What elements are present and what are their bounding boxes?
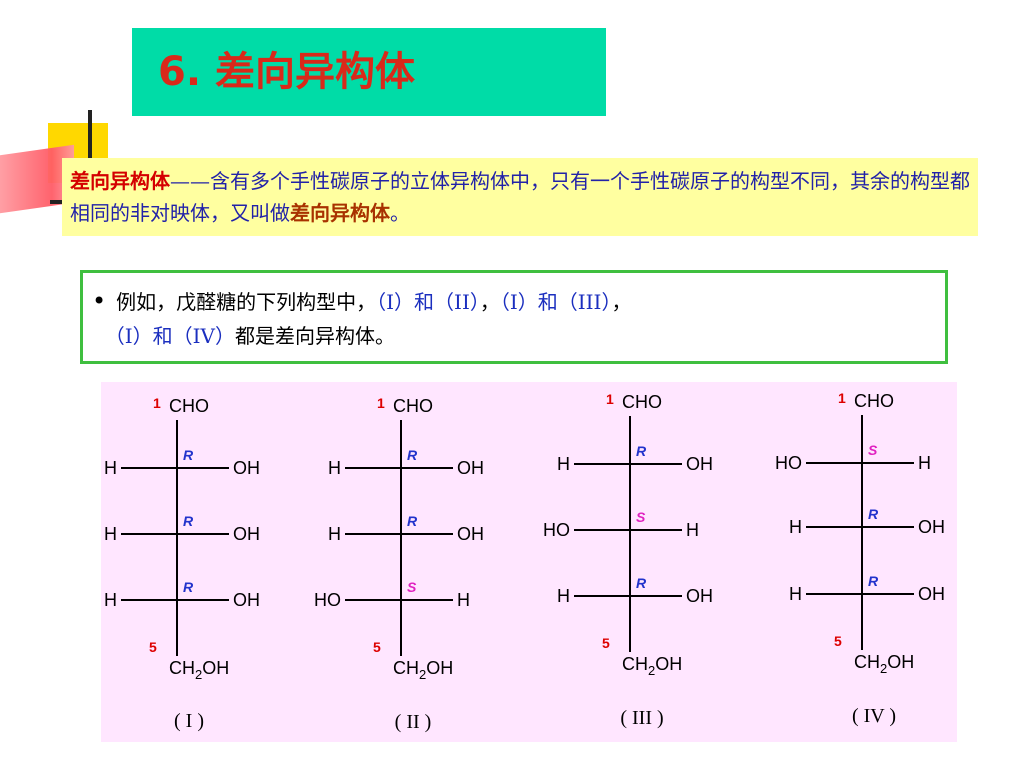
configuration-label: S: [868, 442, 878, 458]
carbon-number-top: 1: [153, 395, 161, 411]
configuration-label: R: [636, 443, 647, 459]
left-substituent: HO: [314, 590, 341, 610]
configuration-label: R: [868, 506, 879, 522]
configuration-label: R: [183, 579, 194, 595]
top-group: CHO: [622, 392, 662, 412]
definition-term-end: 差向异构体: [290, 201, 390, 225]
carbon-number-top: 1: [606, 391, 614, 407]
example-box: [80, 270, 948, 364]
configuration-label: S: [636, 509, 646, 525]
definition-end: 。: [390, 201, 410, 225]
example-sep-1: ，: [479, 290, 500, 314]
configuration-label: R: [407, 447, 418, 463]
right-substituent: H: [457, 590, 470, 610]
left-substituent: H: [557, 586, 570, 606]
carbon-number-top: 1: [838, 390, 846, 406]
top-group: CHO: [393, 396, 433, 416]
configuration-label: R: [868, 573, 879, 589]
left-substituent: H: [104, 524, 117, 544]
configuration-label: R: [636, 575, 647, 591]
right-substituent: OH: [233, 524, 260, 544]
carbon-number-bottom: 5: [373, 639, 381, 655]
left-substituent: H: [789, 584, 802, 604]
example-text: •例如，戊醛糖的下列构型中，（I）和（II），（I）和（III）， （I）和（I…: [92, 284, 948, 353]
right-substituent: OH: [686, 586, 713, 606]
carbon-number-bottom: 5: [834, 633, 842, 649]
structure-label: ( III ): [620, 707, 663, 729]
definition-dash: ——: [170, 169, 210, 193]
page-title: 6. 差向异构体: [158, 49, 415, 95]
definition-text: 差向异构体——含有多个手性碳原子的立体异构体中，只有一个手性碳原子的构型不同，其…: [70, 165, 970, 229]
configuration-label: R: [183, 447, 194, 463]
right-substituent: OH: [233, 458, 260, 478]
top-group: CHO: [854, 391, 894, 411]
example-pair-3: （I）和（IV）: [104, 324, 235, 348]
right-substituent: H: [918, 453, 931, 473]
bottom-group: CH2OH: [169, 658, 229, 682]
right-substituent: OH: [457, 458, 484, 478]
left-substituent: H: [328, 524, 341, 544]
structures-panel: [101, 382, 957, 742]
right-substituent: OH: [233, 590, 260, 610]
left-substituent: HO: [543, 520, 570, 540]
carbon-number-bottom: 5: [149, 639, 157, 655]
right-substituent: OH: [457, 524, 484, 544]
decor-horizontal-line: [50, 200, 70, 204]
example-pair-2: （I）和（III）: [499, 290, 612, 314]
bottom-group: CH2OH: [393, 658, 453, 682]
title-banner: [132, 28, 606, 116]
configuration-label: R: [183, 513, 194, 529]
left-substituent: H: [104, 590, 117, 610]
configuration-label: S: [407, 579, 417, 595]
bottom-group: CH2OH: [854, 652, 914, 676]
right-substituent: H: [686, 520, 699, 540]
example-pair-1: （I）和（II）: [376, 290, 480, 314]
definition-box: [62, 158, 978, 236]
left-substituent: H: [557, 454, 570, 474]
example-lead: 例如，戊醛糖的下列构型中，: [116, 290, 377, 314]
bottom-group: CH2OH: [622, 654, 682, 678]
left-substituent: H: [328, 458, 341, 478]
carbon-number-top: 1: [377, 395, 385, 411]
left-substituent: HO: [775, 453, 802, 473]
left-substituent: H: [789, 517, 802, 537]
right-substituent: OH: [686, 454, 713, 474]
definition-term: 差向异构体: [70, 169, 170, 193]
structure-label: ( IV ): [852, 705, 896, 727]
structure-label: ( II ): [395, 711, 432, 733]
bullet-icon: •: [92, 287, 107, 315]
configuration-label: R: [407, 513, 418, 529]
top-group: CHO: [169, 396, 209, 416]
definition-body: 含有多个手性碳原子的立体异构体中，只有一个手性碳原子的构型不同，其余的构型都相同…: [70, 169, 970, 225]
structure-label: ( I ): [174, 710, 204, 732]
left-substituent: H: [104, 458, 117, 478]
example-sep-2: ，: [611, 290, 632, 314]
carbon-number-bottom: 5: [602, 635, 610, 651]
example-tail: 都是差向异构体。: [234, 324, 395, 348]
right-substituent: OH: [918, 584, 945, 604]
right-substituent: OH: [918, 517, 945, 537]
